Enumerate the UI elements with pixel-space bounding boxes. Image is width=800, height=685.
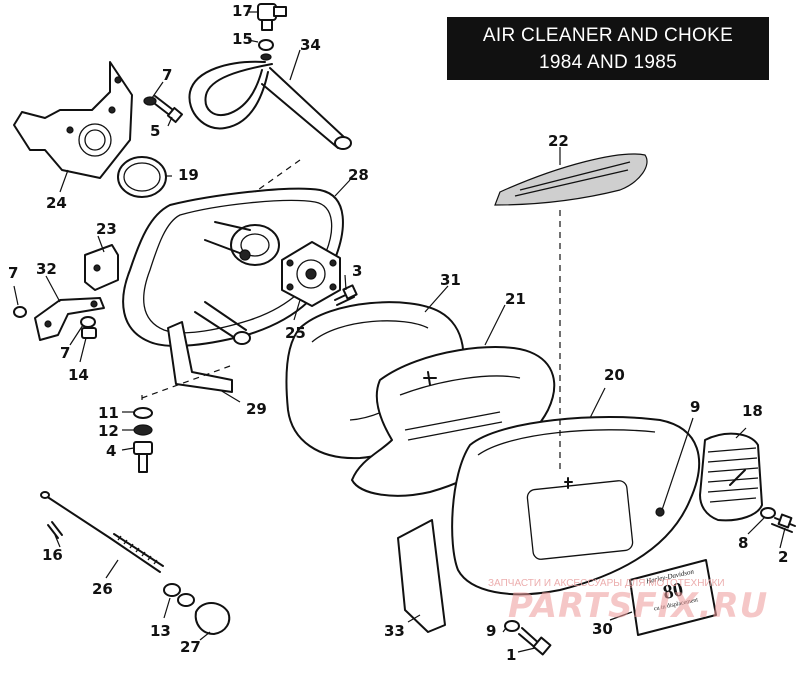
part-29-bracket xyxy=(167,321,233,393)
part-20-cover xyxy=(451,416,701,596)
callout-7-lower: 7 xyxy=(60,344,71,362)
callout-32: 32 xyxy=(36,260,57,278)
callout-5: 5 xyxy=(150,122,161,140)
part-19-gasket xyxy=(117,156,167,198)
callout-11: 11 xyxy=(98,404,119,422)
callout-28: 28 xyxy=(348,166,369,184)
part-14-nut xyxy=(81,327,97,339)
title-line-2: 1984 AND 1985 xyxy=(538,52,678,73)
callout-21: 21 xyxy=(505,290,526,308)
part-18-vent-cover xyxy=(699,432,763,522)
callout-17: 17 xyxy=(232,2,253,20)
part-1-screw xyxy=(518,627,552,656)
callout-13: 13 xyxy=(150,622,171,640)
part-3-screw xyxy=(334,284,358,306)
part-13-nut xyxy=(163,583,195,607)
assembly-lines xyxy=(141,159,561,470)
part-32-bracket xyxy=(34,297,105,341)
callout-9-lower: 9 xyxy=(486,622,497,640)
callout-19: 19 xyxy=(178,166,199,184)
callout-18: 18 xyxy=(742,402,763,420)
callout-16: 16 xyxy=(42,546,63,564)
part-23-bracket xyxy=(84,244,119,291)
leader-lines xyxy=(13,11,786,653)
callout-25: 25 xyxy=(285,324,306,342)
callout-20: 20 xyxy=(604,366,625,384)
callout-26: 26 xyxy=(92,580,113,598)
callout-24: 24 xyxy=(46,194,67,212)
part-15-washer xyxy=(258,39,274,61)
callout-27: 27 xyxy=(180,638,201,656)
callout-34: 34 xyxy=(300,36,321,54)
callout-29: 29 xyxy=(246,400,267,418)
callout-22: 22 xyxy=(548,132,569,150)
part-7-washer-left xyxy=(13,306,27,318)
callout-23: 23 xyxy=(96,220,117,238)
part-12-washer xyxy=(133,424,153,436)
callout-7-left: 7 xyxy=(8,264,19,282)
part-7-washer-upper xyxy=(143,96,157,106)
callout-12: 12 xyxy=(98,422,119,440)
callout-15: 15 xyxy=(232,30,253,48)
diagram-title: AIR CLEANER AND CHOKE 1984 AND 1985 xyxy=(447,17,769,80)
callout-3: 3 xyxy=(352,262,363,280)
part-11-washer xyxy=(133,407,153,419)
callout-4: 4 xyxy=(106,442,117,460)
part-4-bolt xyxy=(133,441,153,473)
callout-2: 2 xyxy=(778,548,789,566)
part-33-strip xyxy=(397,519,446,633)
part-8-washer xyxy=(760,507,776,519)
part-2-screw xyxy=(771,513,796,533)
callout-8: 8 xyxy=(738,534,749,552)
part-34-hose xyxy=(188,60,352,150)
part-17-fitting xyxy=(257,3,287,31)
part-24-bracket xyxy=(13,61,133,179)
callout-9-upper: 9 xyxy=(690,398,701,416)
part-28-backplate xyxy=(122,187,344,347)
part-28-tube xyxy=(194,301,251,345)
part-27-knob xyxy=(194,602,231,635)
callout-31: 31 xyxy=(440,271,461,289)
part-22-plate xyxy=(494,153,648,206)
callout-30: 30 xyxy=(592,620,613,638)
callout-14: 14 xyxy=(68,366,89,384)
part-30-insert-plate xyxy=(629,559,717,636)
callout-1: 1 xyxy=(506,646,517,664)
part-9-washer-lower xyxy=(504,620,520,632)
part-26-choke-cable xyxy=(40,491,164,573)
part-21-support xyxy=(351,346,556,497)
part-25-breather xyxy=(281,241,341,307)
part-16-clip xyxy=(47,521,63,539)
callout-7-upper: 7 xyxy=(162,66,173,84)
callout-33: 33 xyxy=(384,622,405,640)
title-line-1: AIR CLEANER AND CHOKE xyxy=(482,25,734,46)
